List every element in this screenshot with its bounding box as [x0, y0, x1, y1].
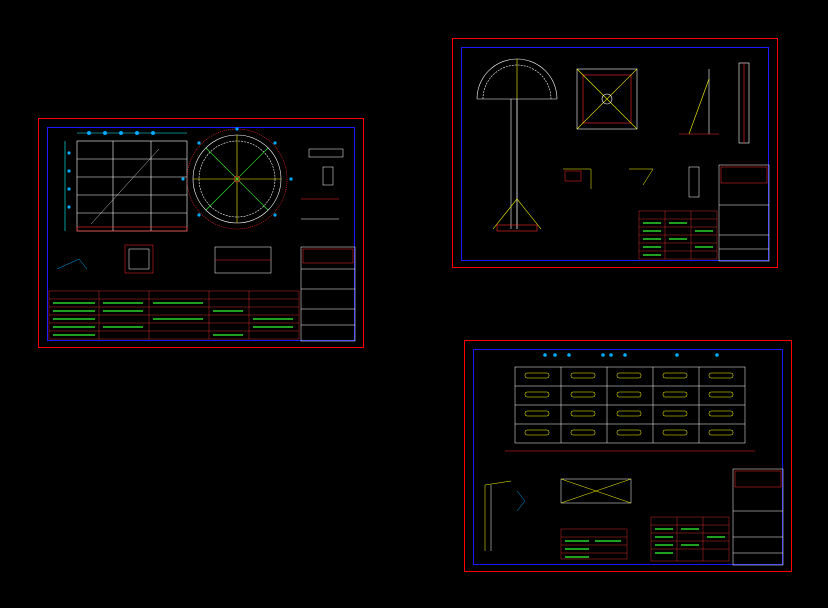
- title-block-sheet-1: [300, 246, 356, 342]
- drawing-linework-sheet-1: [48, 127, 356, 342]
- bar-schedule-tables-sheet-3: [560, 516, 730, 562]
- grid-callout-markers: [543, 353, 719, 357]
- drawing-linework-sheet-3: [484, 353, 784, 566]
- wall-detail-drawings: [301, 148, 344, 220]
- title-block-sheet-3: [732, 468, 784, 566]
- dome-half-section: [476, 58, 558, 232]
- drawing-sheet-dome-details[interactable]: [452, 38, 778, 268]
- title-block-sheet-2: [718, 164, 770, 262]
- tank-circular-plan-view: [186, 128, 288, 230]
- drawing-sheet-tank-elevation[interactable]: [38, 118, 364, 348]
- sheet-frame-slab-reinforcement: [473, 349, 783, 565]
- opening-detail-box: [560, 478, 632, 504]
- drawing-linework-sheet-2: [476, 58, 770, 262]
- sheet-frame-tank-elevation: [47, 127, 355, 341]
- panel-reinforcement-labels: [524, 372, 734, 436]
- elevation-callout-markers: [67, 131, 155, 209]
- plan-callout-markers: [181, 127, 293, 217]
- sheet-frame-dome-details: [461, 47, 769, 261]
- bar-schedule-entries-sheet-3: [565, 528, 725, 558]
- drawing-sheet-slab-reinforcement[interactable]: [464, 340, 792, 572]
- bar-schedule-table-sheet-1: [48, 290, 300, 340]
- bar-schedule-entries: [53, 302, 293, 336]
- tank-elevation-view: [64, 132, 188, 232]
- square-slab-plan: [576, 68, 638, 130]
- slab-panel-grid: [505, 366, 755, 452]
- column-bracket-detail: [679, 62, 750, 144]
- connection-details-row: [563, 166, 700, 198]
- bar-schedule-entries-sheet-2: [643, 222, 713, 256]
- bar-schedule-table-sheet-2: [638, 210, 718, 260]
- edge-beam-section: [484, 480, 526, 551]
- foundation-section-details: [56, 244, 272, 274]
